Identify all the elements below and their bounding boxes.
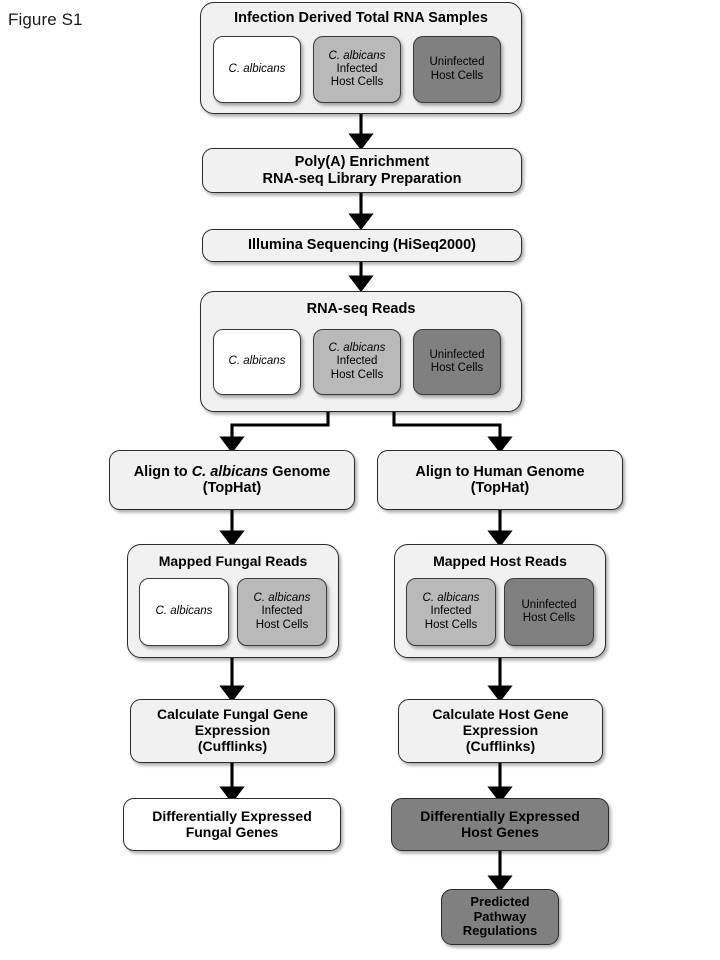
group-rnaseq-reads-title: RNA-seq Reads bbox=[306, 301, 416, 317]
reads-chip-infected: C. albicans Infected Host Cells bbox=[313, 329, 401, 395]
reads-chip-infected-label-2: Infected Host Cells bbox=[330, 355, 384, 381]
reads-chip-uninfected: Uninfected Host Cells bbox=[413, 329, 501, 395]
mapped-fungal-chip-fungal-label: C. albicans bbox=[155, 605, 213, 618]
sample-chip-infected-label-2: Infected Host Cells bbox=[330, 62, 384, 89]
sample-chip-fungal: C. albicans bbox=[213, 36, 301, 103]
sample-chip-infected-label-1: C. albicans bbox=[328, 49, 386, 62]
node-calc-host: Calculate Host Gene Expression (Cufflink… bbox=[398, 699, 603, 763]
mapped-fungal-chip-infected-label-1: C. albicans bbox=[253, 592, 311, 604]
node-align-fungal-line1: Align to C. albicans Genome bbox=[134, 464, 331, 480]
align-fungal-prefix: Align to bbox=[133, 464, 192, 480]
mapped-host-chip-infected: C. albicans Infected Host Cells bbox=[406, 578, 496, 646]
group-rna-samples-title: Infection Derived Total RNA Samples bbox=[234, 10, 488, 26]
sample-chip-infected: C. albicans Infected Host Cells bbox=[313, 36, 401, 103]
node-sequencing: Illumina Sequencing (HiSeq2000) bbox=[202, 229, 522, 262]
figure-label: Figure S1 bbox=[8, 10, 83, 29]
group-rnaseq-reads: RNA-seq Reads C. albicans C. albicans In… bbox=[200, 291, 522, 412]
mapped-fungal-chip-infected-label-2: Infected Host Cells bbox=[255, 605, 309, 631]
reads-chip-fungal-label: C. albicans bbox=[228, 355, 286, 368]
group-mapped-host: Mapped Host Reads C. albicans Infected H… bbox=[394, 544, 606, 658]
node-align-fungal: Align to C. albicans Genome (TopHat) bbox=[109, 450, 355, 510]
node-predicted-pathways-label: Predicted Pathway Regulations bbox=[462, 893, 538, 939]
node-calc-fungal-label: Calculate Fungal Gene Expression (Cuffli… bbox=[157, 706, 308, 754]
node-deg-fungal: Differentially Expressed Fungal Genes bbox=[123, 798, 341, 851]
mapped-host-chip-uninfected: Uninfected Host Cells bbox=[504, 578, 594, 646]
node-deg-host-label: Differentially Expressed Host Genes bbox=[420, 807, 580, 840]
node-calc-host-label: Calculate Host Gene Expression (Cufflink… bbox=[432, 706, 569, 754]
align-fungal-suffix: Genome bbox=[268, 464, 331, 480]
node-predicted-pathways: Predicted Pathway Regulations bbox=[441, 889, 559, 945]
reads-chip-infected-label-1: C. albicans bbox=[328, 342, 386, 354]
group-rna-samples: Infection Derived Total RNA Samples C. a… bbox=[200, 2, 522, 114]
reads-chip-uninfected-label: Uninfected Host Cells bbox=[429, 348, 485, 374]
group-mapped-host-title: Mapped Host Reads bbox=[433, 553, 567, 569]
node-deg-fungal-label: Differentially Expressed Fungal Genes bbox=[152, 807, 312, 840]
node-align-fungal-line2: (TopHat) bbox=[202, 480, 262, 496]
node-library-prep-label: Poly(A) Enrichment RNA-seq Library Prepa… bbox=[262, 154, 462, 187]
group-mapped-fungal: Mapped Fungal Reads C. albicans C. albic… bbox=[127, 544, 339, 658]
mapped-host-chip-infected-label-1: C. albicans bbox=[422, 592, 480, 604]
reads-chip-fungal: C. albicans bbox=[213, 329, 301, 395]
node-sequencing-label: Illumina Sequencing (HiSeq2000) bbox=[247, 237, 477, 254]
node-calc-fungal: Calculate Fungal Gene Expression (Cuffli… bbox=[130, 699, 335, 763]
group-mapped-fungal-title: Mapped Fungal Reads bbox=[158, 553, 308, 569]
node-align-human: Align to Human Genome (TopHat) bbox=[377, 450, 623, 510]
mapped-fungal-chip-infected: C. albicans Infected Host Cells bbox=[237, 578, 327, 646]
sample-chip-uninfected: Uninfected Host Cells bbox=[413, 36, 501, 103]
node-align-human-label: Align to Human Genome (TopHat) bbox=[415, 463, 585, 496]
align-fungal-species: C. albicans bbox=[191, 464, 269, 480]
mapped-fungal-chip-fungal: C. albicans bbox=[139, 578, 229, 646]
mapped-host-chip-uninfected-label: Uninfected Host Cells bbox=[521, 598, 577, 624]
sample-chip-uninfected-label: Uninfected Host Cells bbox=[429, 56, 485, 82]
mapped-host-chip-infected-label-2: Infected Host Cells bbox=[424, 605, 478, 631]
sample-chip-fungal-label: C. albicans bbox=[228, 62, 286, 75]
node-library-prep: Poly(A) Enrichment RNA-seq Library Prepa… bbox=[202, 148, 522, 193]
node-deg-host: Differentially Expressed Host Genes bbox=[391, 798, 609, 851]
